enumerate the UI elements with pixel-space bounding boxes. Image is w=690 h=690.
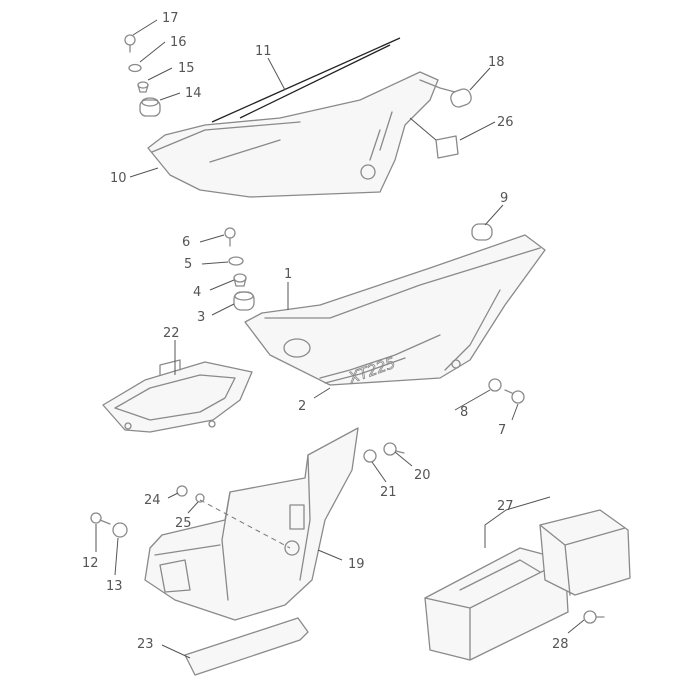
side-cover-lower: XT225 <box>244 234 546 388</box>
callout-4: 4 <box>193 285 201 300</box>
grommet-14 <box>139 97 161 117</box>
callout-8: 8 <box>460 405 468 420</box>
washer-16 <box>128 63 142 73</box>
collar-8 <box>488 378 502 392</box>
callout-14: 14 <box>185 86 202 101</box>
collar-21 <box>363 449 377 463</box>
callout-17: 17 <box>162 11 179 26</box>
callout-24: 24 <box>144 493 161 508</box>
trim-stripe <box>211 37 401 123</box>
bracket-22 <box>102 359 253 433</box>
callout-28: 28 <box>552 637 569 652</box>
callout-labels: 17 16 15 14 11 10 18 26 9 6 5 4 3 1 22 2… <box>82 11 569 652</box>
collar-15 <box>137 81 149 93</box>
callout-3: 3 <box>197 310 205 325</box>
callout-12: 12 <box>82 556 99 571</box>
screw-17 <box>124 34 136 53</box>
callout-21: 21 <box>380 485 397 500</box>
battery-27 <box>424 547 569 661</box>
callout-1: 1 <box>284 267 292 282</box>
washer-5 <box>228 256 244 266</box>
callout-7: 7 <box>498 423 506 438</box>
callout-9: 9 <box>500 191 508 206</box>
callout-5: 5 <box>184 257 192 272</box>
callout-2: 2 <box>298 399 306 414</box>
battery-cover-27 <box>539 509 631 596</box>
screw-12 <box>90 512 111 525</box>
side-cover-upper <box>147 71 456 198</box>
washer-25 <box>195 493 205 503</box>
grommet-18 <box>450 88 472 108</box>
leader-lines <box>95 19 585 659</box>
screw-20 <box>383 442 405 456</box>
callout-20: 20 <box>414 468 431 483</box>
callout-15: 15 <box>178 61 195 76</box>
grommet-9 <box>471 223 493 241</box>
callout-26: 26 <box>497 115 514 130</box>
air-box-19 <box>144 427 359 621</box>
callout-22: 22 <box>163 326 180 341</box>
damper-26 <box>435 135 459 159</box>
callout-13: 13 <box>106 579 123 594</box>
collar-4 <box>233 273 247 287</box>
callout-10: 10 <box>110 171 127 186</box>
screw-6 <box>224 227 236 247</box>
callout-23: 23 <box>137 637 154 652</box>
callout-6: 6 <box>182 235 190 250</box>
plate-23 <box>184 617 309 676</box>
callout-16: 16 <box>170 35 187 50</box>
screw-7 <box>504 389 525 404</box>
callout-11: 11 <box>255 44 272 59</box>
screw-24 <box>176 485 188 497</box>
callout-27: 27 <box>497 499 514 514</box>
grommet-3 <box>233 291 255 311</box>
bolt-28 <box>583 610 605 624</box>
callout-18: 18 <box>488 55 505 70</box>
callout-19: 19 <box>348 557 365 572</box>
collar-13 <box>112 522 128 538</box>
callout-25: 25 <box>175 516 192 531</box>
